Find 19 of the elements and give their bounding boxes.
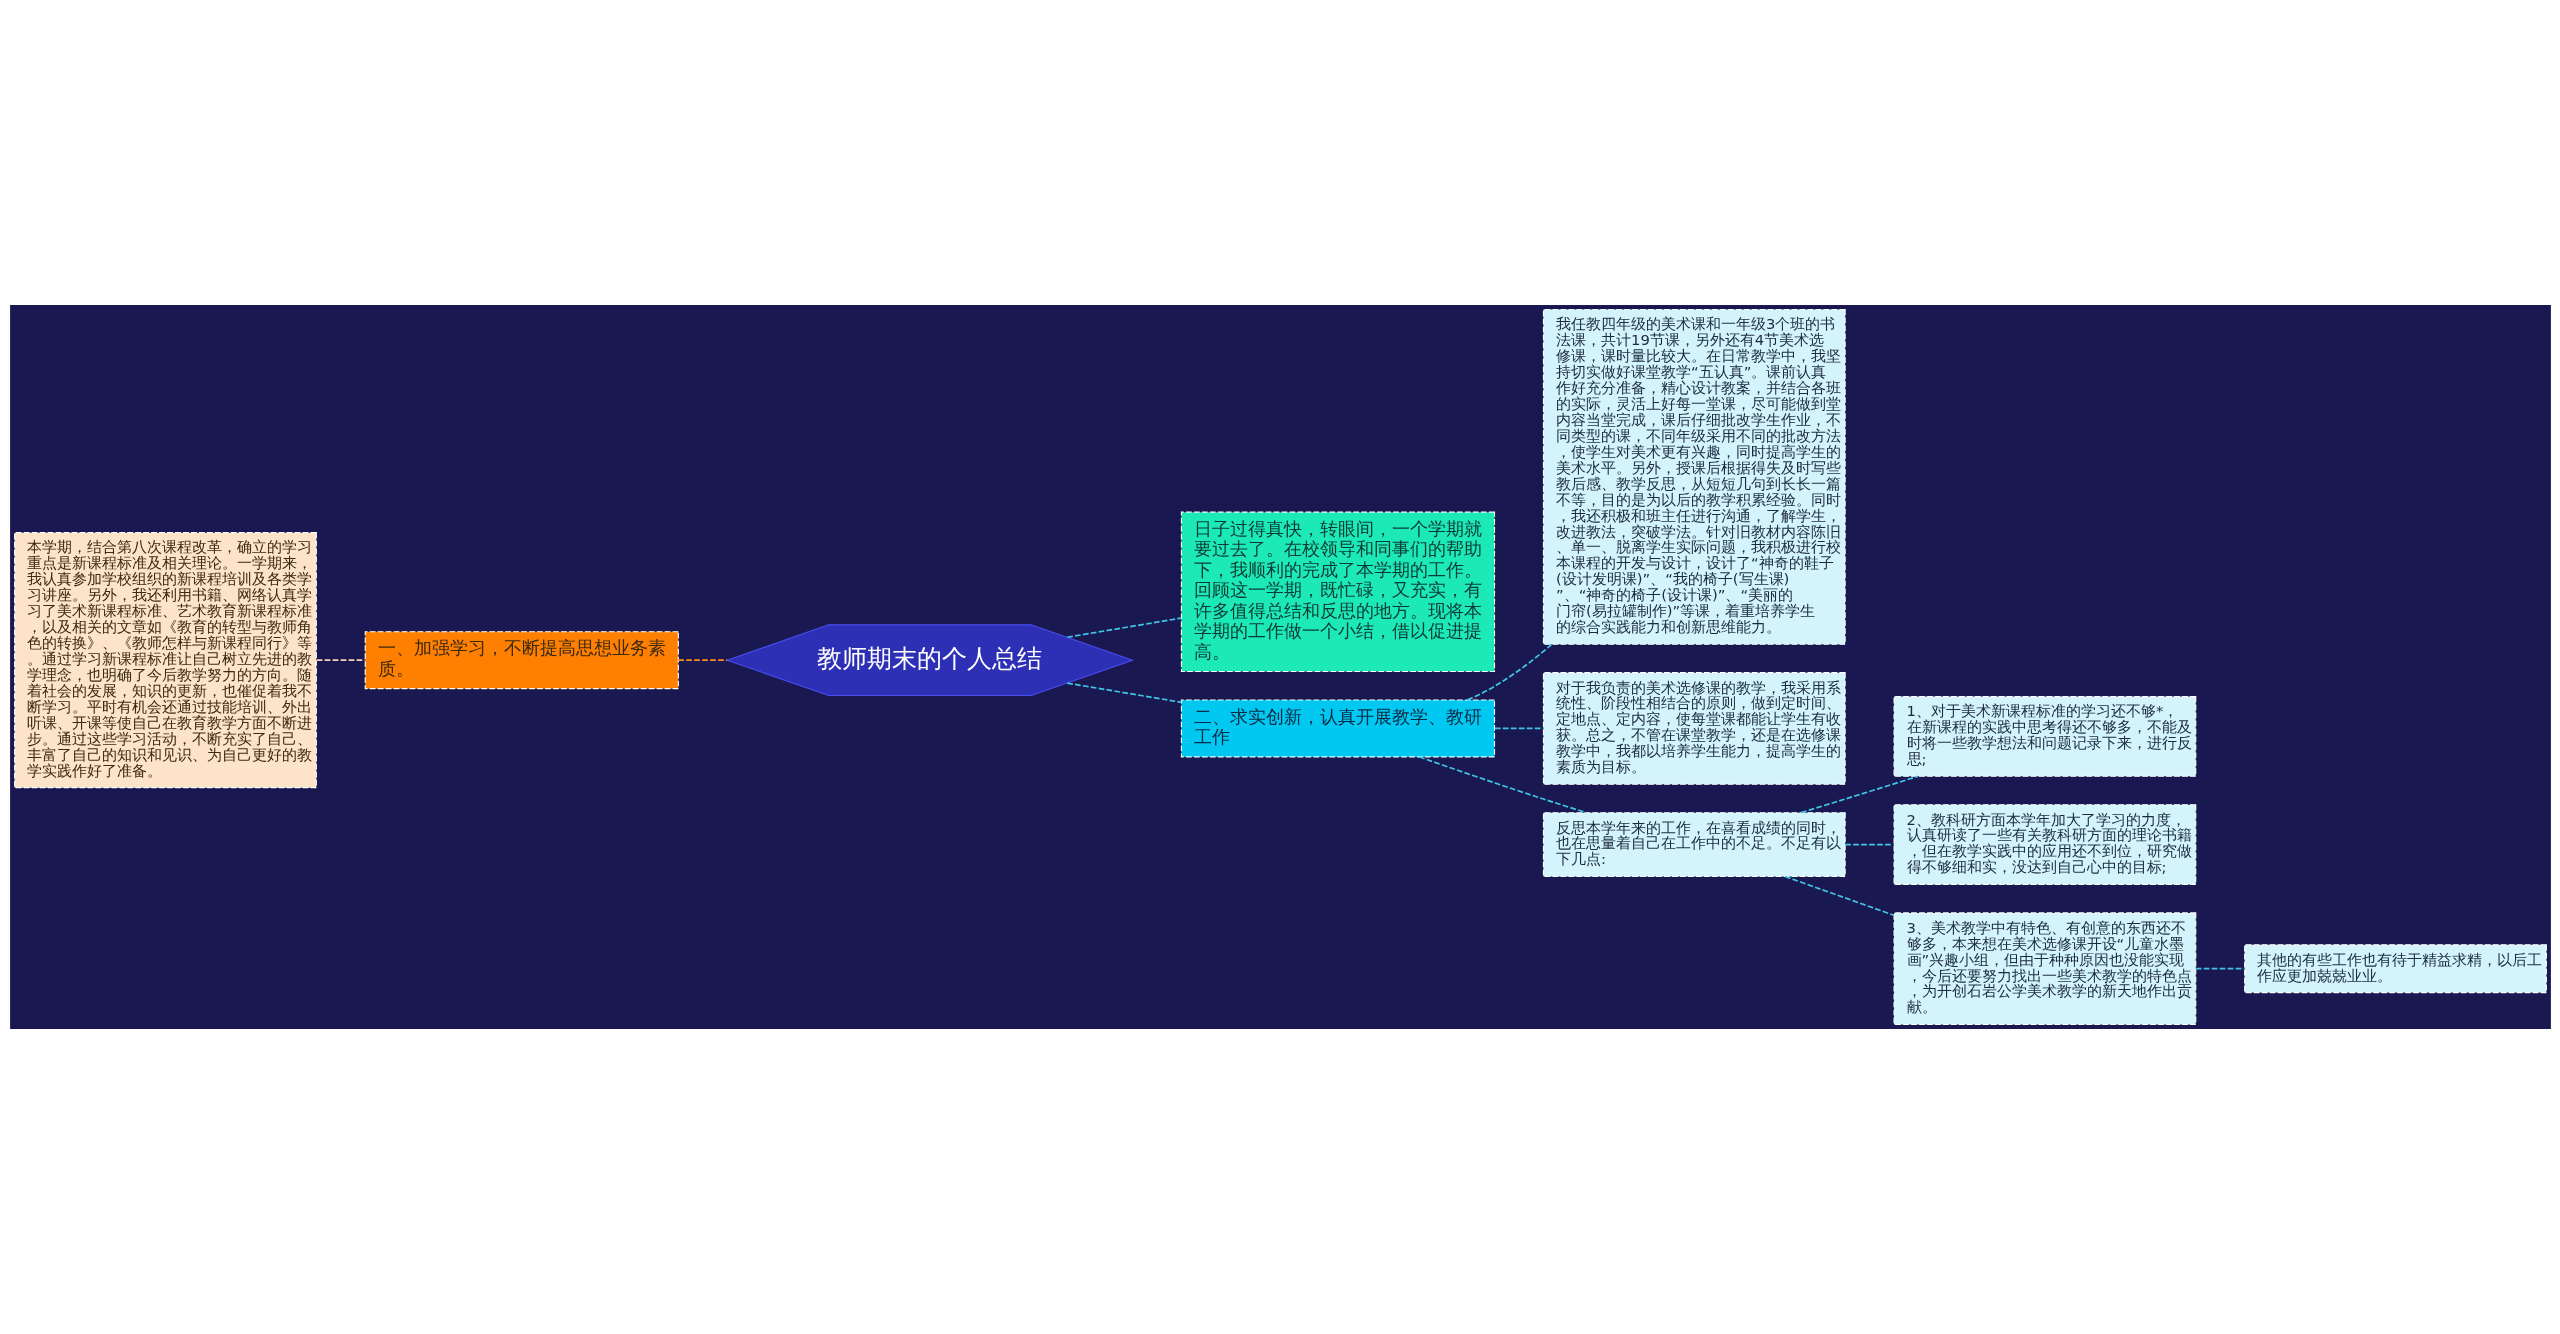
connector — [1418, 756, 1587, 814]
connector — [1466, 643, 1553, 701]
node-box: 我任教四年级的美术课和一年级3个班的书法课，共计19节课，另外还有4节美术选修课，课时量比较大。在日常教学中，我坚持切实做好课堂教学“五认真”。课前认真作好充分准备，精心设计教案，并结合各班的实际，灵活上好每一堂课，尽可能做到堂内容当堂完成，课后仔细批改学生作业，不同类型的课，不同年级采用不同的批改方法，使学生对美术更有兴趣，同时提高学生的美术水平。另外，授课后根据得失及时写些教后感、教学反思，从短短几句到长长一篇不等，目的是为以后的教学积累经验。同时，我还积极和班主任进行沟通，了解学生，改进教法，突破学法。针对旧教材内容陈旧、单一、脱离学生实际问题，我积极进行校本课程的开发与设计，设计了“神奇的鞋子(设计发明课)”、“我的椅子(写生课)”、“神奇的椅子(设计课)”、“美丽的门帘(易拉罐制作)”等课，着重培养学生的综合实践能力和创新思维能力。 — [1542, 309, 1846, 645]
node-box: 2、教科研方面本学年加大了学习的力度，认真研读了一些有关教科研方面的理论书籍，但在教学实践中的应用还不到位，研究做得不够细和实，没达到自己心中的目标; — [1893, 804, 2196, 885]
node-box: 反思本学年来的工作，在喜看成绩的同时，也在思量着自己在工作中的不足。不足有以下几点: — [1542, 812, 1846, 878]
connector — [1783, 875, 1895, 917]
node-box: 其他的有些工作也有待于精益求精，以后工作应更加兢兢业业。 — [2243, 944, 2547, 994]
node-box: 1、对于美术新课程标准的学习还不够*，在新课程的实践中思考得还不够多，不能及时将一些教学想法和问题记录下来，进行反思; — [1893, 696, 2196, 777]
connector — [1065, 682, 1182, 704]
node-box: 本学期，结合第八次课程改革，确立的学习重点是新课程标准及相关理论。一学期来，我认真参加学校组织的新课程培训及各类学习讲座。另外，我还利用书籍、网络认真学习了美术新课程标准、艺术教育新课程标准，以及相关的文章如《教育的转型与教师角色的转换》、《教师怎样与新课程同行》等。通过学习新课程标准让自己树立先进的教学理念，也明确了今后教学努力的方向。随着社会的发展，知识的更新，也催促着我不断学习。平时有机会还通过技能培训、外出听课、开课等使自己在教育教学方面不断进步。通过这些学习活动，不断充实了自己、丰富了自己的知识和见识、为自己更好的教学实践作好了准备。 — [13, 532, 317, 789]
connector — [1843, 843, 1894, 846]
connector — [1799, 775, 1919, 814]
node-box: 二、求实创新，认真开展教学、教研工作 — [1180, 699, 1495, 758]
connector — [677, 659, 728, 662]
node-box: 3、美术教学中有特色、有创意的东西还不够多，本来想在美术选修课开设“儿童水墨画”兴趣小组，但由于种种原因也没能实现，今后还要努力找出一些美术教学的特色点，为开创石岩公学美术教学的新天地作出贡献。 — [1893, 912, 2196, 1025]
connector — [1065, 617, 1182, 639]
node-box: 日子过得真快，转眼间，一个学期就要过去了。在校领导和同事们的帮助下，我顺利的完成了本学期的工作。回顾这一学期，既忙碌，又充实，有许多值得总结和反思的地方。现将本学期的工作做一个小结，借以促进提高。 — [1180, 511, 1495, 673]
node-box: 一、加强学习，不断提高思想业务素质。 — [364, 631, 679, 690]
node-box: 对于我负责的美术选修课的教学，我采用系统性、阶段性相结合的原则，做到定时间、定地点、定内容，使每堂课都能让学生有收获。总之，不管在课堂教学，还是在选修课教学中，我都以培养学生能力，提高学生的素质为目标。 — [1542, 672, 1846, 785]
